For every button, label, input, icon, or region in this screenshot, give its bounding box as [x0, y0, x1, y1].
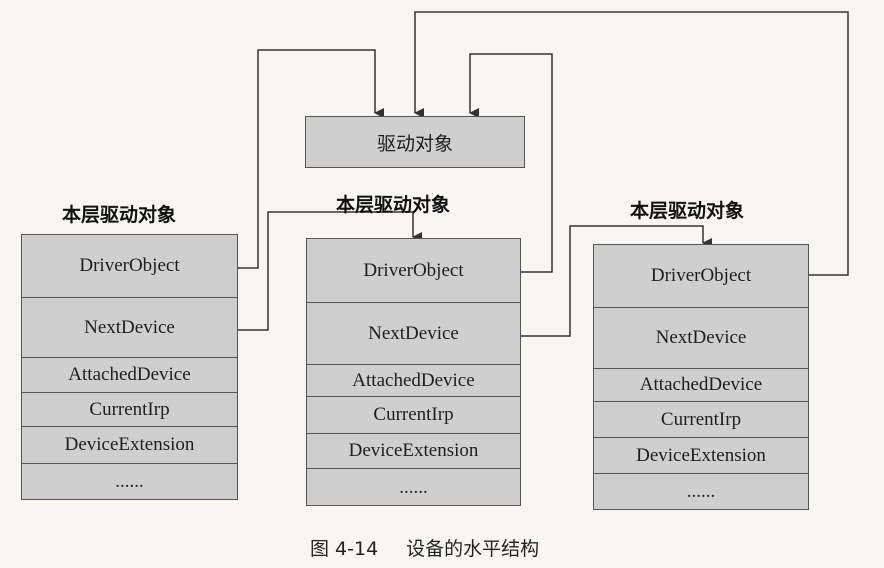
field-nextdevice: NextDevice — [594, 307, 808, 368]
figure-title: 设备的水平结构 — [406, 538, 540, 560]
stack-heading: 本层驱动对象 — [630, 200, 745, 222]
field-ellipsis: ...... — [594, 473, 808, 510]
field-ellipsis: ...... — [307, 468, 520, 506]
field-deviceextension: DeviceExtension — [594, 437, 808, 473]
arrow-stack1-driverobject — [237, 49, 384, 269]
device-object-stack: DriverObject NextDevice AttachedDevice C… — [593, 244, 809, 510]
field-attacheddevice: AttachedDevice — [594, 368, 808, 401]
driver-object-box: 驱动对象 — [305, 116, 525, 168]
field-attacheddevice: AttachedDevice — [307, 364, 520, 396]
device-object-stack: DriverObject NextDevice AttachedDevice C… — [21, 234, 238, 500]
field-currentirp: CurrentIrp — [307, 396, 520, 433]
device-object-stack: DriverObject NextDevice AttachedDevice C… — [306, 238, 521, 506]
arrow-stack2-nextdevice — [520, 225, 712, 337]
field-ellipsis: ...... — [22, 463, 237, 500]
field-driverobject: DriverObject — [363, 259, 464, 281]
arrow-stack1-nextdevice — [237, 211, 422, 331]
arrow-stack2-driverobject — [469, 53, 553, 273]
figure-number: 图 4-14 — [310, 538, 379, 560]
field-deviceextension: DeviceExtension — [307, 433, 520, 468]
field-driverobject: DriverObject — [79, 255, 180, 276]
stack-heading: 本层驱动对象 — [62, 204, 177, 226]
field-currentirp: CurrentIrp — [22, 392, 237, 426]
arrow-stack3-driverobject — [414, 11, 849, 276]
field-deviceextension: DeviceExtension — [22, 426, 237, 463]
figure-caption: 图 4-14 设备的水平结构 — [310, 534, 539, 561]
driver-object-label: 驱动对象 — [376, 132, 453, 155]
stack-heading: 本层驱动对象 — [336, 194, 451, 216]
field-nextdevice: NextDevice — [22, 297, 237, 357]
field-driverobject: DriverObject — [650, 265, 752, 286]
field-nextdevice: NextDevice — [307, 302, 520, 364]
field-currentirp: CurrentIrp — [594, 401, 808, 437]
field-attacheddevice: AttachedDevice — [22, 357, 237, 392]
